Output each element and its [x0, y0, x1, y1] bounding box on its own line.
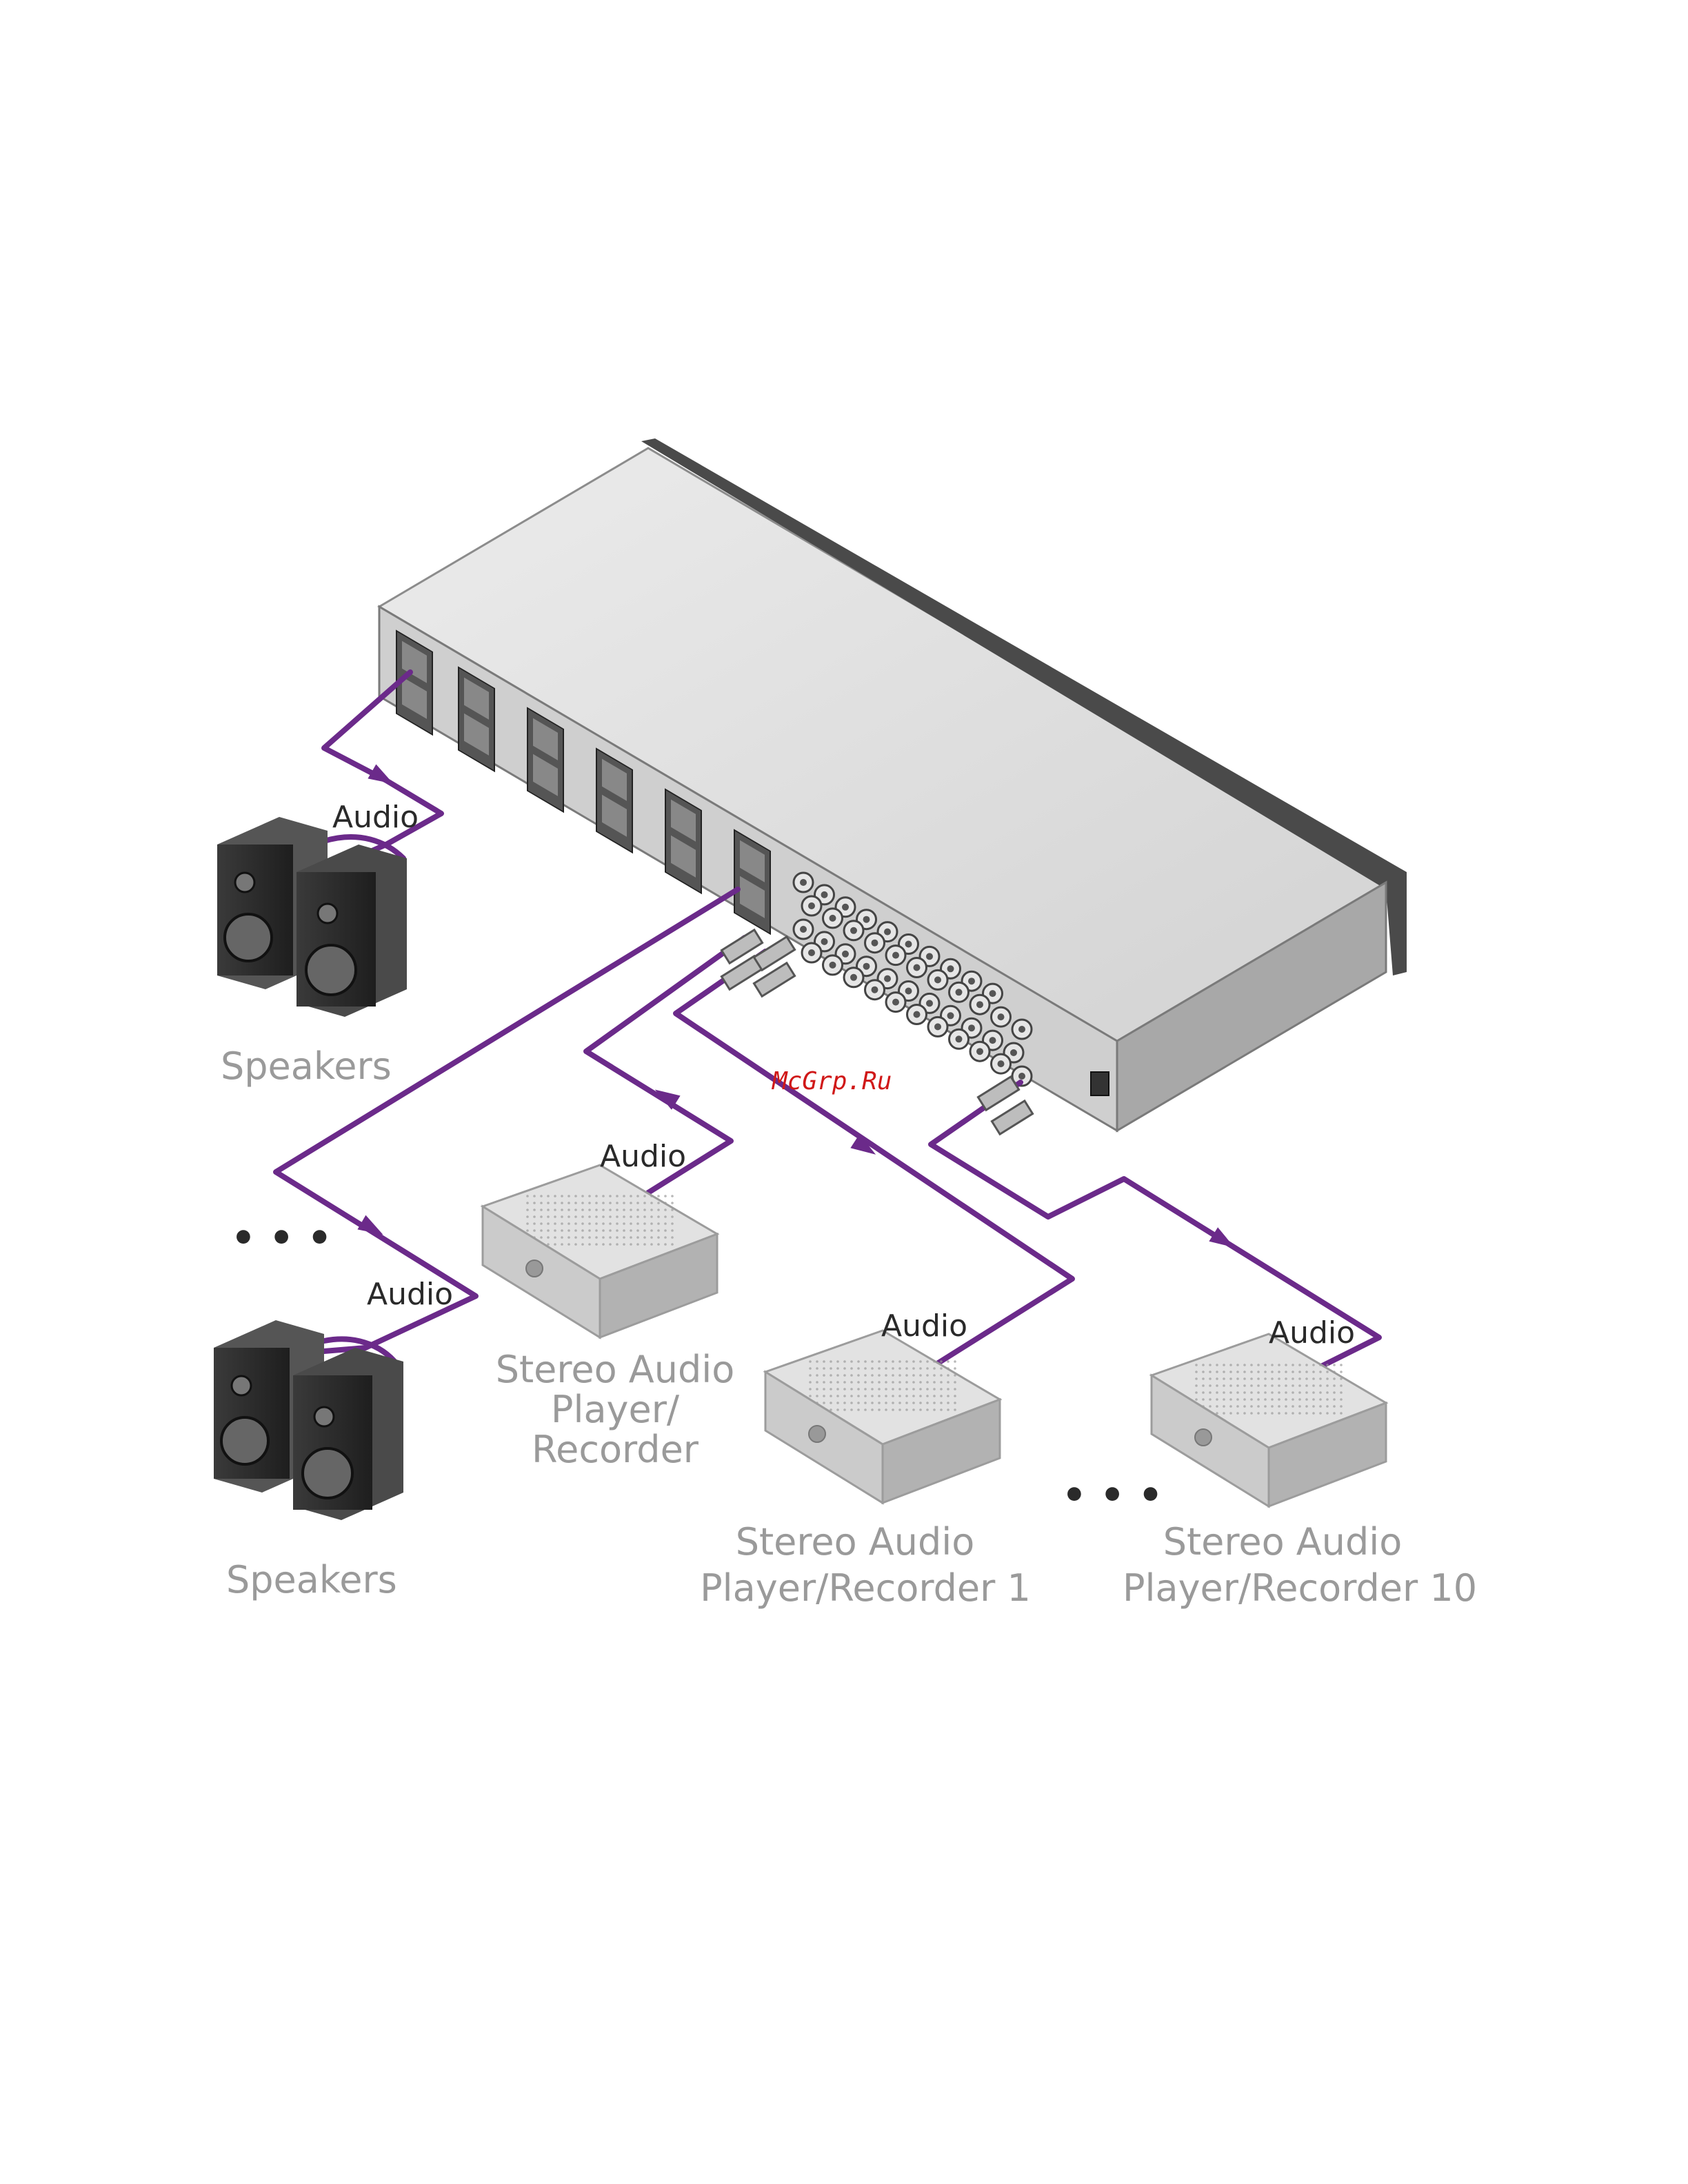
audio-label-speakers-bottom: Audio — [367, 1277, 453, 1312]
rca-jack-pin — [850, 927, 857, 934]
rca-jack-pin — [905, 988, 912, 995]
rca-jack-pin — [850, 974, 857, 981]
player-10-label-line1: Stereo Audio — [1163, 1520, 1403, 1564]
player-label-line3: Recorder — [532, 1428, 699, 1471]
rca-jack-pin — [800, 926, 807, 933]
stereo-player-1-device — [765, 1331, 1000, 1503]
rca-jack-pin — [926, 953, 933, 960]
audio-switcher-unit — [379, 438, 1407, 1131]
player-label-line2: Player/ — [551, 1388, 680, 1431]
rca-jack-pin — [968, 1024, 975, 1031]
rca-jack-pin — [884, 975, 891, 982]
stereo-player-10-device — [1152, 1334, 1386, 1506]
rca-jack-pin — [956, 1035, 963, 1042]
rca-jack-pin — [821, 938, 828, 945]
speaker-woofer-icon — [225, 914, 272, 961]
rca-jack-pin — [808, 902, 815, 909]
player-10-label-line2: Player/Recorder 10 — [1123, 1566, 1477, 1610]
speakers-bottom-pair — [214, 1320, 403, 1520]
player-1-label-line2: Player/Recorder 1 — [700, 1566, 1031, 1610]
stereo-player-device — [483, 1165, 717, 1337]
rca-jack-pin — [976, 1001, 983, 1008]
rca-jack-pin — [914, 964, 921, 971]
rca-jack-pin — [934, 1023, 941, 1030]
audio-label-speakers-top: Audio — [332, 800, 419, 835]
rca-jack-pin — [821, 891, 828, 898]
speaker-woofer-icon — [221, 1417, 268, 1464]
rca-jack-pin — [934, 976, 941, 983]
rca-jack-pin — [1018, 1073, 1025, 1080]
audio-label-player: Audio — [600, 1139, 686, 1174]
rca-jack-pin — [926, 1000, 933, 1007]
rca-jack-pin — [998, 1060, 1005, 1067]
ellipsis-right: • • • — [1062, 1473, 1163, 1518]
speaker-woofer-icon — [306, 945, 356, 995]
rca-jack-pin — [842, 904, 849, 911]
rca-jack-pin — [1010, 1049, 1017, 1056]
ellipsis-left: • • • — [231, 1216, 332, 1261]
rca-jack-pin — [863, 916, 870, 923]
rca-jack-pin — [998, 1013, 1005, 1020]
device-knob-icon — [1195, 1429, 1212, 1446]
rca-jack-pin — [863, 963, 870, 970]
rca-jack-pin — [808, 949, 815, 956]
speaker-tweeter-icon — [318, 904, 337, 923]
rca-plug — [978, 1077, 1018, 1110]
device-knob-icon — [809, 1426, 825, 1442]
watermark: McGrp.Ru — [771, 1067, 892, 1095]
rca-jack-pin — [830, 915, 836, 922]
rca-jack-pin — [800, 879, 807, 886]
rca-jack-pin — [968, 978, 975, 984]
rca-jack-pin — [914, 1011, 921, 1018]
rca-jack-pin — [989, 1037, 996, 1044]
audio-label-player-1: Audio — [881, 1308, 967, 1344]
rca-jack-pin — [830, 962, 836, 969]
rca-jack-pin — [892, 952, 899, 959]
rca-jack-pin — [947, 965, 954, 972]
rca-jack-pin — [956, 989, 963, 995]
rca-jack-pin — [884, 929, 891, 936]
rca-jack-pin — [892, 999, 899, 1006]
speakers-top-label: Speakers — [221, 1044, 392, 1088]
speaker-tweeter-icon — [314, 1407, 334, 1426]
device-knob-icon — [526, 1260, 543, 1277]
rca-jack-pin — [905, 941, 912, 948]
rca-jack-pin — [947, 1012, 954, 1019]
player-1-label-line1: Stereo Audio — [736, 1520, 975, 1564]
rca-jack-pin — [1018, 1026, 1025, 1033]
rca-plug — [992, 1101, 1032, 1134]
rca-jack-pin — [989, 990, 996, 997]
speaker-tweeter-icon — [235, 873, 254, 892]
audio-label-player-10: Audio — [1269, 1315, 1355, 1351]
rca-jack-pin — [842, 951, 849, 958]
speaker-woofer-icon — [303, 1448, 352, 1498]
rca-jack-pin — [976, 1048, 983, 1055]
rca-jack-pin — [872, 987, 878, 993]
player-label-line1: Stereo Audio — [496, 1348, 735, 1391]
speaker-tweeter-icon — [232, 1376, 251, 1395]
speakers-bottom-label: Speakers — [226, 1558, 397, 1601]
power-socket — [1091, 1072, 1109, 1095]
rca-jack-pin — [872, 940, 878, 947]
